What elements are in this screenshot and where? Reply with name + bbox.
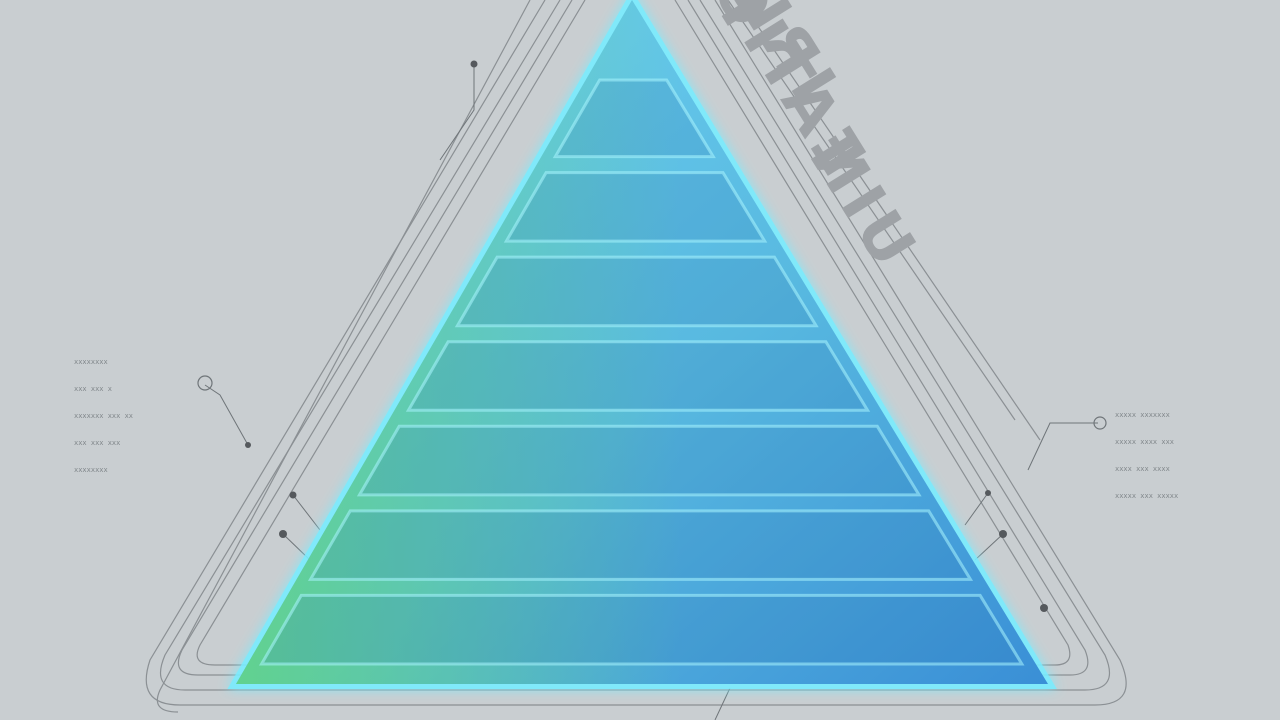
pyramid-level-2	[503, 171, 768, 243]
callout-note-left: xxxxxxxx xxx xxx x xxxxxxx xxx xx xxx xx…	[74, 340, 133, 493]
callout-ring-right	[1093, 416, 1107, 430]
callout-line-left-2	[292, 494, 321, 531]
dot-right-3	[1040, 604, 1048, 612]
dot-top	[470, 60, 478, 68]
pyramid-levels	[258, 78, 1025, 666]
note-right-line-1: xxxxx xxxxxxx	[1115, 411, 1170, 419]
outline-line-6	[727, 0, 1016, 421]
dot-right-1	[985, 490, 991, 496]
note-right-line-2: xxxxx xxxx xxx	[1115, 438, 1175, 446]
note-left-line-4: xxx xxx xxx	[74, 439, 121, 447]
pyramid-level-6	[307, 509, 974, 581]
pyramid-level-1	[552, 78, 716, 159]
note-left-line-1: xxxxxxxx	[74, 358, 108, 366]
callout-dots	[245, 60, 1048, 612]
dot-right-2	[999, 530, 1007, 538]
outline-line-1	[160, 0, 1110, 691]
dot-left-2	[279, 530, 287, 538]
callout-ring-left	[197, 375, 213, 391]
note-left-line-5: xxxxxxxx	[74, 466, 108, 474]
pyramid-level-7	[258, 593, 1025, 666]
outline-line-3	[156, 0, 531, 713]
outline-line-2	[145, 0, 1127, 706]
note-right-line-3: xxxx xxx xxxx	[1115, 465, 1170, 473]
pyramid-level-5	[356, 424, 922, 497]
note-left-line-2: xxx xxx x	[74, 385, 112, 393]
callout-note-right: xxxxx xxxxxxx xxxxx xxxx xxx xxxx xxx xx…	[1115, 393, 1178, 519]
callout-lines	[204, 64, 1098, 720]
note-left-line-3: xxxxxxx xxx xx	[74, 412, 134, 420]
callout-line-left	[204, 384, 249, 446]
outline-line-7	[739, 0, 1041, 441]
note-right-line-4: xxxxx xxx xxxxx	[1115, 492, 1179, 500]
dot-left-1	[289, 491, 297, 499]
callout-line-right-3	[974, 533, 1004, 561]
callout-line-bottom	[714, 687, 731, 720]
callout-line-right-2	[964, 492, 989, 526]
pyramid-level-4	[405, 340, 871, 412]
dot-left-3	[245, 442, 251, 448]
pyramid-level-3	[454, 255, 819, 328]
callout-line-top	[439, 64, 475, 161]
callout-line-right	[1027, 422, 1098, 471]
